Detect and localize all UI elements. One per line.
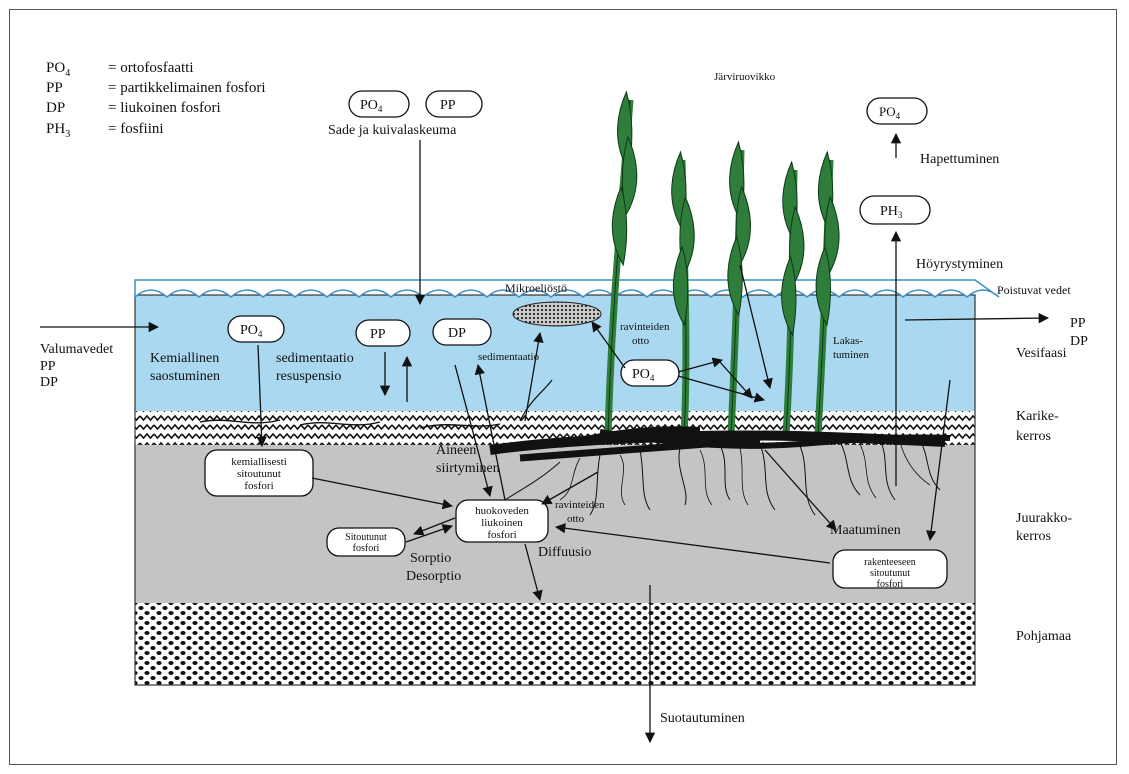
struct-line2: sitoutunut — [870, 568, 910, 579]
deposition-label: Sade ja kuivalaskeuma — [328, 123, 457, 138]
bound-line3: fosfori — [244, 480, 273, 492]
pore-line1: huokoveden — [475, 505, 529, 517]
chemical-precipitation-line1: Kemiallinen — [150, 351, 219, 366]
svg-text:= fosfiini: = fosfiini — [108, 121, 164, 137]
outflow-pp: PP — [1070, 316, 1086, 331]
struct-line3: fosfori — [877, 579, 904, 590]
struct-line1: rakenteeseen — [864, 557, 916, 568]
outflow-label: Poistuvat vedet — [997, 283, 1071, 297]
svg-text:= liukoinen fosfori: = liukoinen fosfori — [108, 100, 221, 116]
layer-root-line2: kerros — [1016, 529, 1051, 544]
sorption-label: Sorptio — [410, 551, 451, 566]
lakas-line1: Lakas- — [833, 335, 863, 347]
seepage-label: Suotautuminen — [660, 711, 745, 726]
layer-root-line1: Juurakko- — [1016, 511, 1072, 526]
layer-litter-line1: Karike- — [1016, 409, 1059, 424]
microorganism-cluster — [513, 302, 601, 326]
layer-bottom-label: Pohjamaa — [1016, 629, 1072, 644]
layer-water-label: Vesifaasi — [1016, 346, 1067, 361]
sedimentation2-label: sedimentaatio — [478, 351, 540, 363]
bound-line1: kemiallisesti — [231, 456, 287, 468]
svg-text:= partikkelimainen fosfori: = partikkelimainen fosfori — [108, 80, 266, 96]
layer-litter-line2: kerros — [1016, 429, 1051, 444]
svg-text:PH3: PH3 — [46, 121, 70, 140]
outflow-dp: DP — [1070, 334, 1088, 349]
svg-text:PO4: PO4 — [46, 60, 70, 79]
svg-text:DP: DP — [46, 100, 65, 116]
transfer-line2: siirtyminen — [436, 461, 500, 476]
water-pp-label: PP — [370, 327, 386, 342]
resuspension-label: resuspensio — [276, 369, 341, 384]
oxidation-label: Hapettuminen — [920, 152, 999, 167]
inflow-label: Valumavedet — [40, 342, 113, 357]
bound-line2: sitoutunut — [237, 468, 281, 480]
desorption-label: Desorptio — [406, 569, 461, 584]
uptake-water-line2: otto — [632, 335, 650, 347]
decomposition-label: Maatuminen — [830, 523, 901, 538]
svg-text:= ortofosfaatti: = ortofosfaatti — [108, 60, 194, 76]
uptake-root-line2: otto — [567, 513, 585, 525]
pore-line3: fosfori — [487, 529, 516, 541]
deposition-pp-label: PP — [440, 98, 456, 113]
pore-line2: liukoinen — [481, 517, 523, 529]
microorganisms-label: Mikroeliöstö — [505, 281, 567, 295]
sorbed-line1: Sitoutunut — [345, 532, 387, 543]
evaporation-label: Höyrystyminen — [916, 257, 1003, 272]
legend: PO4 = ortofosfaatti PP = partikkelimaine… — [46, 60, 266, 140]
chemical-precipitation-line2: saostuminen — [150, 369, 220, 384]
bottom-layer — [135, 603, 975, 685]
svg-text:PP: PP — [46, 80, 63, 96]
diffusion-label: Diffuusio — [538, 545, 591, 560]
transfer-line1: Aineen — [436, 443, 476, 458]
reed-label: Järviruovikko — [714, 71, 776, 83]
sorbed-line2: fosfori — [353, 543, 380, 554]
lakas-line2: tuminen — [833, 349, 870, 361]
uptake-root-line1: ravinteiden — [555, 499, 605, 511]
uptake-water-line1: ravinteiden — [620, 321, 670, 333]
sedimentation-label: sedimentaatio — [276, 351, 354, 366]
inflow-pp: PP — [40, 359, 56, 374]
inflow-dp: DP — [40, 375, 58, 390]
water-dp-label: DP — [448, 326, 466, 341]
